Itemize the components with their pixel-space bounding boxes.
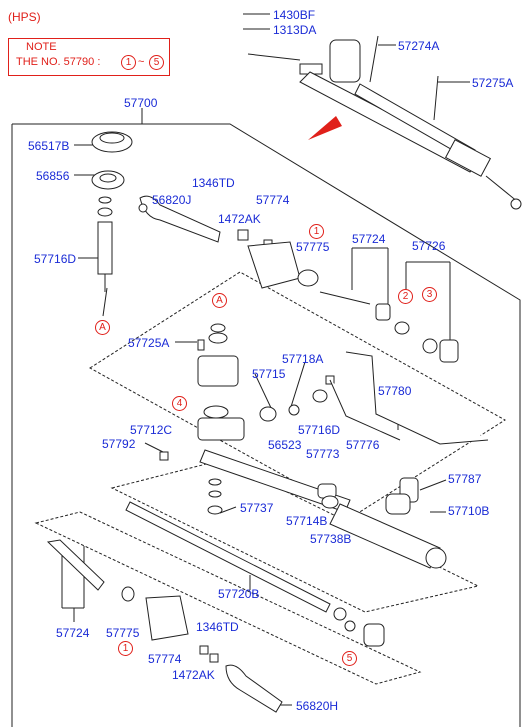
note-text: THE NO. 57790 : [16, 56, 101, 68]
part-label-57274A[interactable]: 57274A [398, 39, 440, 53]
note-box [8, 38, 170, 76]
part-label-57275A[interactable]: 57275A [472, 76, 514, 90]
part-label-1430BF[interactable]: 1430BF [273, 8, 316, 22]
callout-A-mid: A [212, 293, 227, 308]
part-label-57716D-left[interactable]: 57716D [34, 252, 77, 266]
part-label-57726[interactable]: 57726 [412, 239, 446, 253]
callout-2: 2 [398, 289, 413, 304]
callout-1-bottom: 1 [118, 641, 133, 656]
part-label-57787[interactable]: 57787 [448, 472, 482, 486]
part-label-56517B[interactable]: 56517B [28, 139, 70, 153]
callout-1-top: 1 [309, 224, 324, 239]
part-label-57724-bottom[interactable]: 57724 [56, 626, 90, 640]
note-title: NOTE [26, 41, 57, 53]
part-label-57714B[interactable]: 57714B [286, 514, 328, 528]
part-label-1472AK-top[interactable]: 1472AK [218, 212, 261, 226]
part-label-57700[interactable]: 57700 [124, 96, 158, 110]
part-label-57776[interactable]: 57776 [346, 438, 380, 452]
part-label-1346TD-bottom[interactable]: 1346TD [196, 620, 239, 634]
part-label-57724-top[interactable]: 57724 [352, 232, 386, 246]
part-label-57780[interactable]: 57780 [378, 384, 412, 398]
note-range-sep: ~ [138, 56, 145, 68]
callout-A-left: A [95, 320, 110, 335]
part-label-56856[interactable]: 56856 [36, 169, 70, 183]
part-label-57725A[interactable]: 57725A [128, 336, 170, 350]
callout-4: 4 [172, 396, 187, 411]
callout-5: 5 [342, 651, 357, 666]
callout-3: 3 [422, 287, 437, 302]
part-label-57718A[interactable]: 57718A [282, 352, 324, 366]
part-label-57774-bottom[interactable]: 57774 [148, 652, 182, 666]
part-label-57737[interactable]: 57737 [240, 501, 274, 515]
part-label-57720B[interactable]: 57720B [218, 587, 260, 601]
part-label-57710B[interactable]: 57710B [448, 504, 490, 518]
part-label-57774-top[interactable]: 57774 [256, 193, 290, 207]
part-label-56523[interactable]: 56523 [268, 438, 302, 452]
part-label-57773[interactable]: 57773 [306, 447, 340, 461]
system-label: (HPS) [8, 10, 41, 24]
part-label-56820J[interactable]: 56820J [152, 193, 192, 207]
part-label-1472AK-bottom[interactable]: 1472AK [172, 668, 215, 682]
note-range-end: 5 [149, 55, 164, 70]
part-label-57715[interactable]: 57715 [252, 367, 286, 381]
part-label-57775-top[interactable]: 57775 [296, 240, 330, 254]
part-label-57716D-mid[interactable]: 57716D [298, 423, 341, 437]
part-label-1313DA[interactable]: 1313DA [273, 23, 317, 37]
part-label-57712C[interactable]: 57712C [130, 423, 173, 437]
part-label-1346TD-top[interactable]: 1346TD [192, 176, 235, 190]
part-label-57792[interactable]: 57792 [102, 437, 136, 451]
part-label-57738B[interactable]: 57738B [310, 532, 352, 546]
note-range-start: 1 [121, 55, 136, 70]
part-label-56820H[interactable]: 56820H [296, 699, 339, 713]
part-label-57775-bottom[interactable]: 57775 [106, 626, 140, 640]
